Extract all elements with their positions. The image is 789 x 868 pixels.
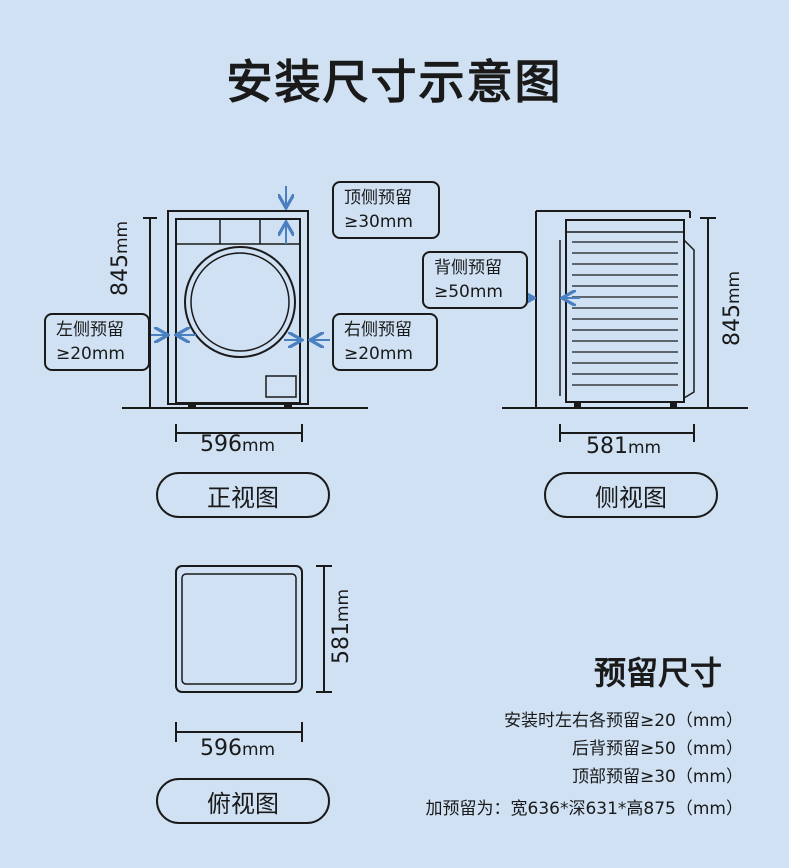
filter-cover (265, 375, 297, 398)
side-height-label: 845mm (720, 270, 745, 346)
door-inner (190, 252, 290, 352)
reserve-line-2: 后背预留≥50（mm） (572, 739, 743, 759)
reserve-line-1: 安装时左右各预留≥20（mm） (504, 711, 743, 731)
washer-body (175, 218, 301, 404)
top-clearance-callout: 顶侧预留 ≥30mm (332, 181, 440, 239)
side-body (565, 219, 685, 403)
page-title: 安装尺寸示意图 (226, 55, 563, 109)
back-clearance-title: 背侧预留 (434, 258, 502, 278)
front-width-label: 596mm (200, 432, 276, 457)
side-view-label: 侧视图 (544, 472, 718, 518)
left-clearance-callout: 左侧预留 ≥20mm (44, 313, 150, 371)
right-clearance-callout: 右侧预留 ≥20mm (332, 313, 438, 371)
top-clearance-value: ≥30mm (344, 212, 413, 232)
front-height-label: 845mm (108, 220, 133, 296)
back-clearance-value: ≥50mm (434, 282, 503, 302)
front-view-label: 正视图 (156, 472, 330, 518)
top-width-label: 596mm (200, 736, 276, 761)
top-view-drawing (175, 565, 332, 742)
reserve-line-3: 顶部预留≥30（mm） (572, 767, 743, 787)
reserve-line-4: 加预留为：宽636*深631*高875（mm） (425, 799, 743, 819)
top-body (175, 565, 303, 693)
left-clearance-title: 左侧预留 (56, 320, 124, 340)
top-view-label: 俯视图 (156, 778, 330, 824)
side-view-drawing (502, 210, 748, 442)
right-clearance-title: 右侧预留 (344, 320, 412, 340)
reserve-title: 预留尺寸 (594, 654, 723, 692)
left-clearance-value: ≥20mm (56, 344, 125, 364)
side-depth-label: 581mm (586, 434, 662, 459)
back-clearance-callout: 背侧预留 ≥50mm (422, 251, 528, 309)
right-clearance-value: ≥20mm (344, 344, 413, 364)
top-depth-label: 581mm (329, 588, 354, 664)
top-clearance-title: 顶侧预留 (344, 188, 412, 208)
side-ribs (572, 241, 678, 386)
door-outer (184, 246, 296, 358)
